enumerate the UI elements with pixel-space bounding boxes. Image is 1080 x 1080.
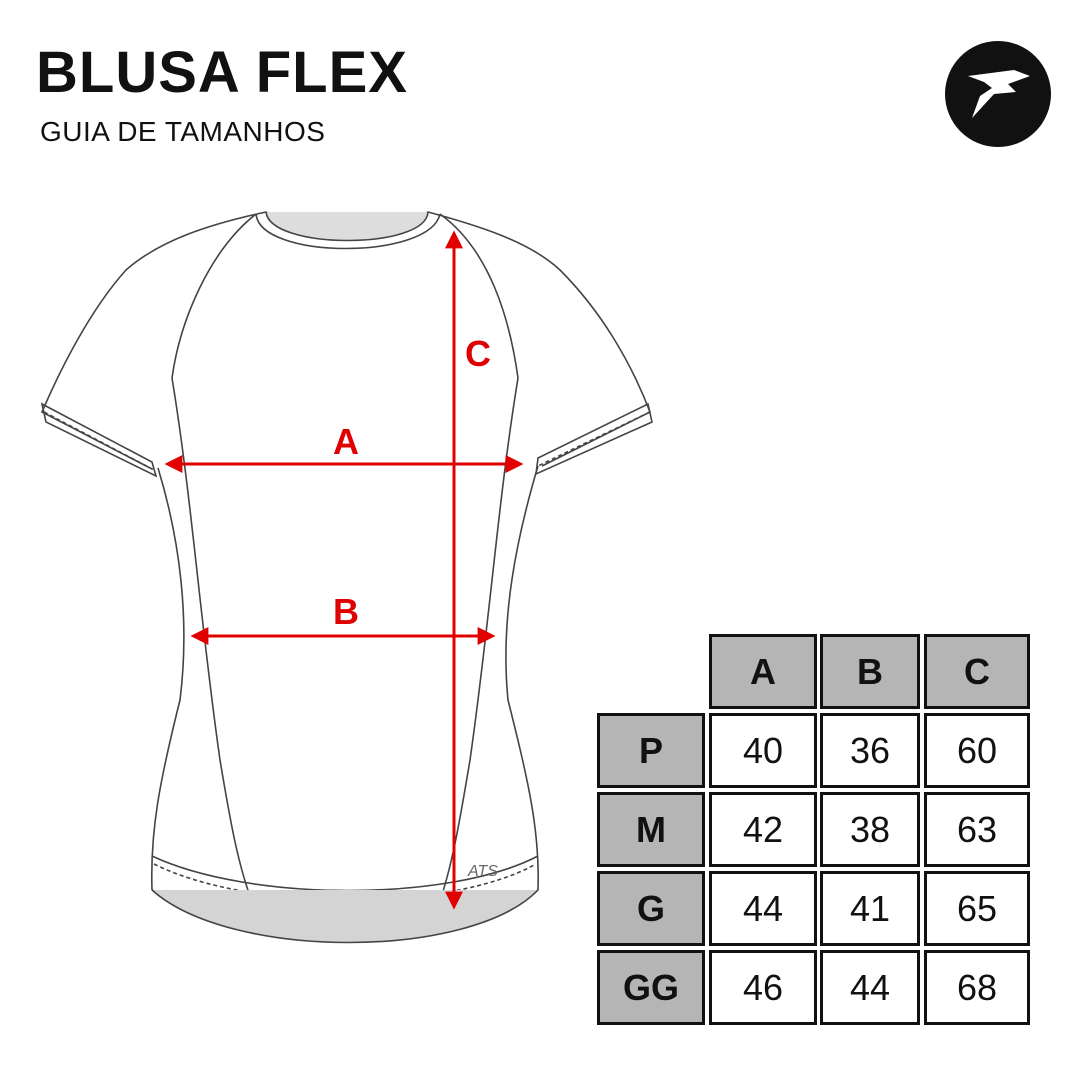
label-a: A <box>333 421 359 462</box>
table-cell: 63 <box>924 792 1030 867</box>
shirt-diagram: A B C ATS <box>40 211 653 944</box>
table-cell: 38 <box>820 792 920 867</box>
label-c: C <box>465 333 491 374</box>
column-header-b: B <box>820 634 920 709</box>
row-header-m: M <box>597 792 705 867</box>
shirt-outline <box>40 211 653 944</box>
table-cell: 40 <box>709 713 817 788</box>
table-cell: 44 <box>820 950 920 1025</box>
table-cell: 41 <box>820 871 920 946</box>
label-b: B <box>333 591 359 632</box>
table-cell: 46 <box>709 950 817 1025</box>
table-cell: 65 <box>924 871 1030 946</box>
page-title: BLUSA FLEX <box>36 40 408 105</box>
brand-tag: ATS <box>467 863 498 880</box>
row-header-p: P <box>597 713 705 788</box>
column-header-c: C <box>924 634 1030 709</box>
row-header-gg: GG <box>597 950 705 1025</box>
page-subtitle: GUIA DE TAMANHOS <box>40 116 326 147</box>
table-cell: 60 <box>924 713 1030 788</box>
table-cell: 36 <box>820 713 920 788</box>
row-header-g: G <box>597 871 705 946</box>
table-cell: 44 <box>709 871 817 946</box>
swoosh-logo-icon <box>945 41 1051 147</box>
table-cell: 68 <box>924 950 1030 1025</box>
table-cell: 42 <box>709 792 817 867</box>
column-header-a: A <box>709 634 817 709</box>
